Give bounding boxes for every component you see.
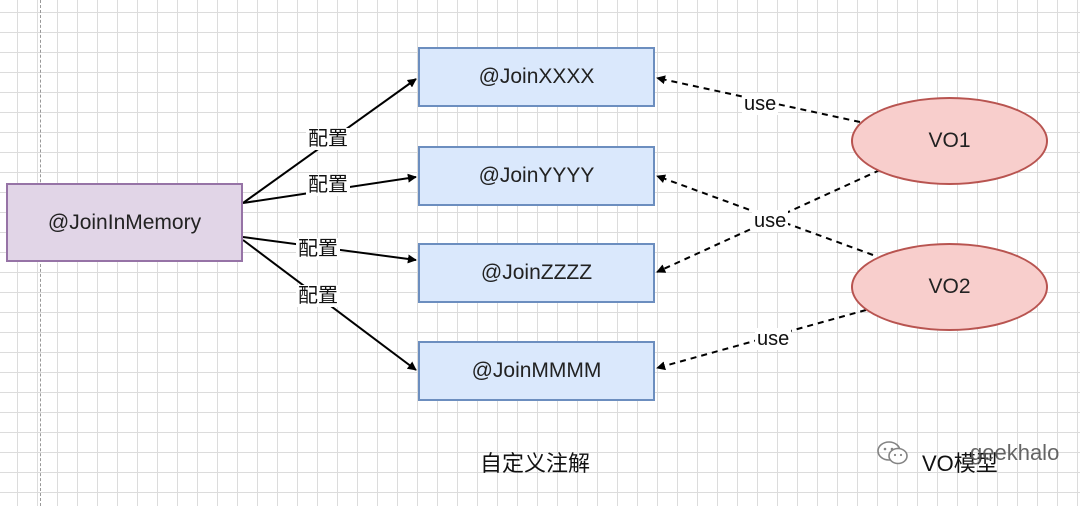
config-label-mmmm: 配置 — [296, 285, 340, 307]
wechat-icon — [877, 441, 908, 465]
join-mmmm-label: @JoinMMMM — [471, 359, 602, 382]
use-label-vo1-zzzz: use — [752, 210, 789, 232]
watermark: geekhalo — [876, 440, 1059, 466]
config-label-xxxx: 配置 — [306, 128, 350, 150]
vo1-label: VO1 — [928, 129, 971, 152]
join-yyyy-label: @JoinYYYY — [478, 164, 595, 187]
vo2-node[interactable]: VO2 — [851, 243, 1048, 331]
config-label-zzzz: 配置 — [296, 238, 340, 260]
join-mmmm-node[interactable]: @JoinMMMM — [418, 341, 655, 401]
vo-model-caption: VO模型 — [922, 451, 998, 476]
join-yyyy-node[interactable]: @JoinYYYY — [418, 146, 655, 206]
use-label-vo1-xxxx: use — [742, 93, 779, 115]
config-label-yyyy: 配置 — [306, 174, 350, 196]
join-zzzz-label: @JoinZZZZ — [480, 261, 593, 284]
use-edge-vo2-mmmm — [656, 309, 867, 371]
annotations-caption: 自定义注解 — [480, 451, 591, 476]
watermark-text: geekhalo — [970, 440, 1060, 465]
join-xxxx-node[interactable]: @JoinXXXX — [418, 47, 655, 107]
join-zzzz-node[interactable]: @JoinZZZZ — [418, 243, 655, 303]
use-label-vo2-mmmm: use — [755, 328, 792, 350]
join-xxxx-label: @JoinXXXX — [478, 65, 595, 88]
vo2-label: VO2 — [928, 275, 971, 298]
join-in-memory-node[interactable]: @JoinInMemory — [6, 183, 243, 262]
vo1-node[interactable]: VO1 — [851, 97, 1048, 185]
join-in-memory-label: @JoinInMemory — [47, 210, 202, 234]
